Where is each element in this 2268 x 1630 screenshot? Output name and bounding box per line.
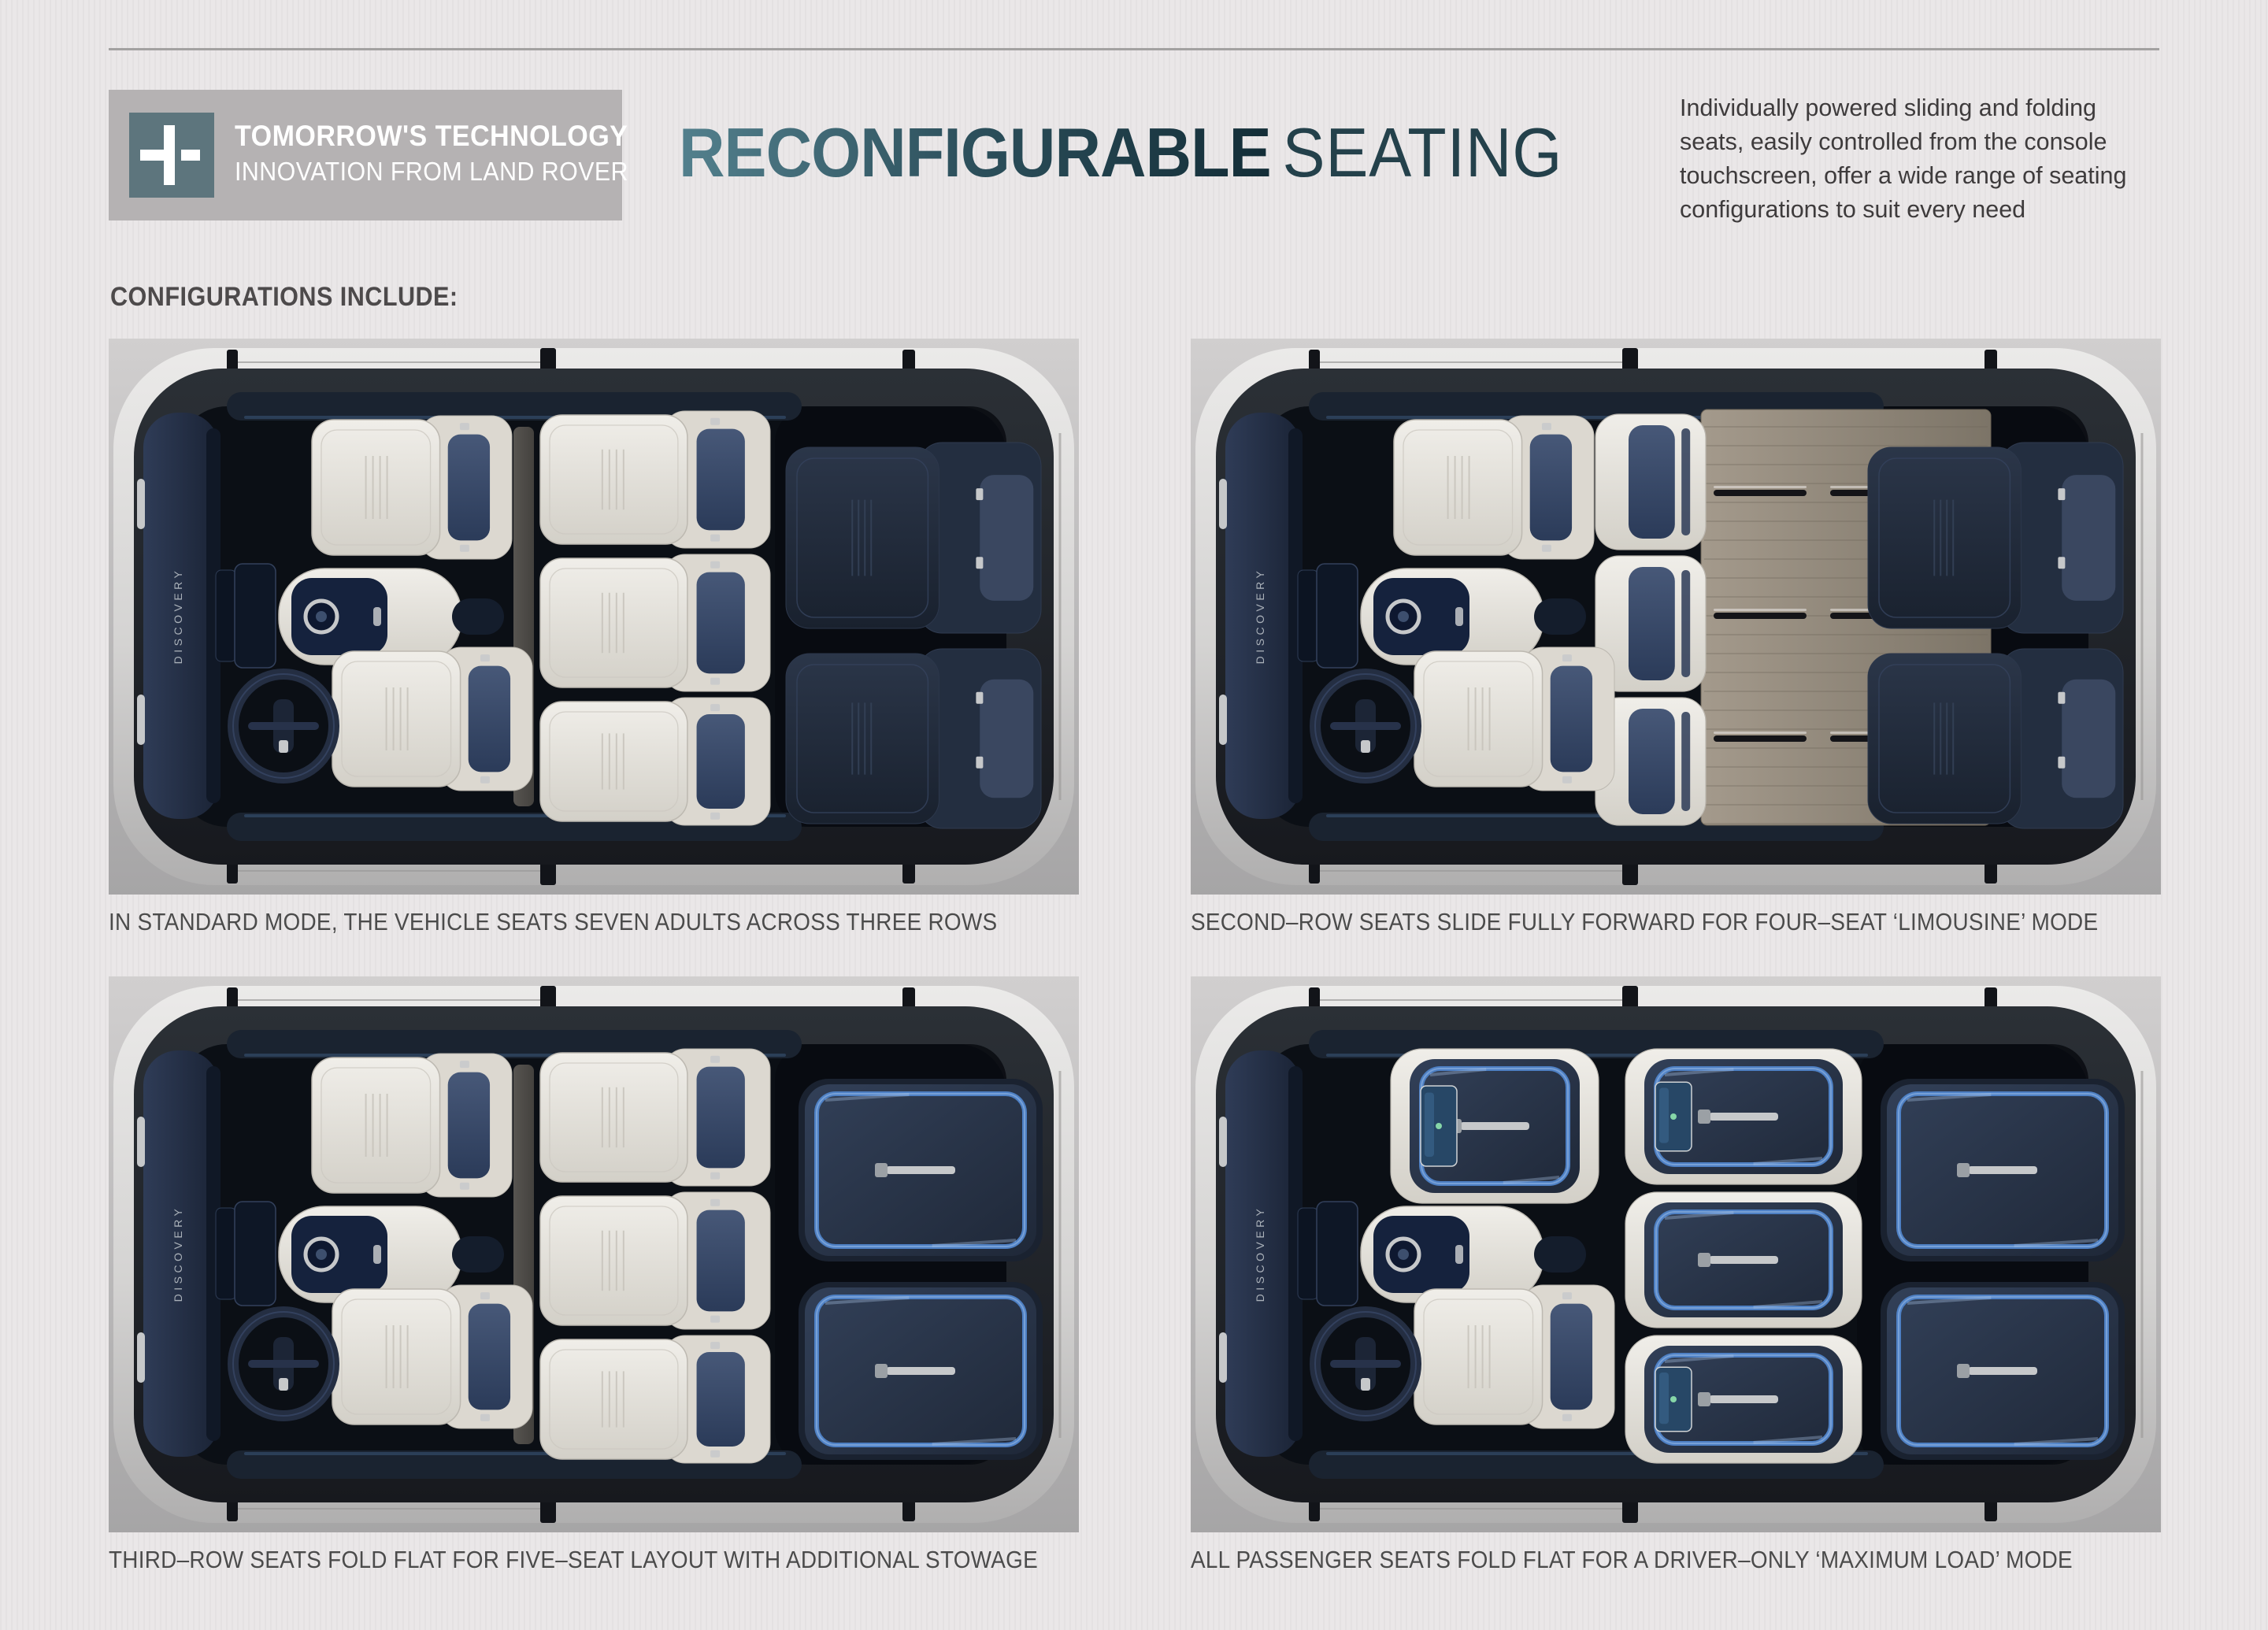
config-figure-limousine: DISCOVERY SECOND–ROW SEATS SLIDE FULLY FO… (1191, 339, 2161, 976)
section-label-text: CONFIGURATIONS INCLUDE: (110, 282, 458, 312)
config-figure-standard: DISCOVERY IN STANDARD MODE, THE VEHICLE S… (109, 339, 1079, 976)
badge-subtitle: INNOVATION FROM LAND ROVER (235, 157, 629, 187)
dashboard-label: DISCOVERY (172, 1206, 184, 1302)
badge-text: TOMORROW'S TECHNOLOGY INNOVATION FROM LA… (235, 118, 628, 190)
title-primary: RECONFIGURABLE (679, 113, 1272, 191)
car-top-view-max-load: DISCOVERY (1191, 976, 2161, 1532)
config-caption: THIRD–ROW SEATS FOLD FLAT FOR FIVE–SEAT … (109, 1546, 1039, 1573)
dashboard-label: DISCOVERY (1254, 1206, 1266, 1302)
config-caption: SECOND–ROW SEATS SLIDE FULLY FORWARD FOR… (1191, 908, 2099, 935)
config-figure-five-seat: DISCOVERY THIRD–ROW SEATS FOLD FLAT FOR F… (109, 976, 1079, 1614)
dashboard-label: DISCOVERY (1254, 568, 1266, 665)
brand-badge: TOMORROW'S TECHNOLOGY INNOVATION FROM LA… (109, 90, 628, 220)
badge-title: TOMORROW'S TECHNOLOGY (235, 120, 628, 152)
config-figure-max-load: DISCOVERY ALL PASSENGER SEATS FOLD FLAT F… (1191, 976, 2161, 1614)
config-caption: ALL PASSENGER SEATS FOLD FLAT FOR A DRIV… (1191, 1546, 2073, 1573)
configurations-grid: DISCOVERY IN STANDARD MODE, THE VEHICLE S… (109, 339, 2161, 1614)
car-top-view-five-seat: DISCOVERY (109, 976, 1079, 1532)
dashboard-label: DISCOVERY (172, 568, 184, 665)
header-description: Individually powered sliding and folding… (1680, 94, 2127, 223)
config-caption: IN STANDARD MODE, THE VEHICLE SEATS SEVE… (109, 908, 998, 935)
title-secondary: SEATING (1282, 113, 1563, 191)
plus-icon (129, 113, 214, 198)
section-label: CONFIGURATIONS INCLUDE: (110, 282, 458, 313)
car-top-view-limousine: DISCOVERY (1191, 339, 2161, 895)
car-top-view-standard: DISCOVERY (109, 339, 1079, 895)
top-divider (109, 48, 2159, 50)
